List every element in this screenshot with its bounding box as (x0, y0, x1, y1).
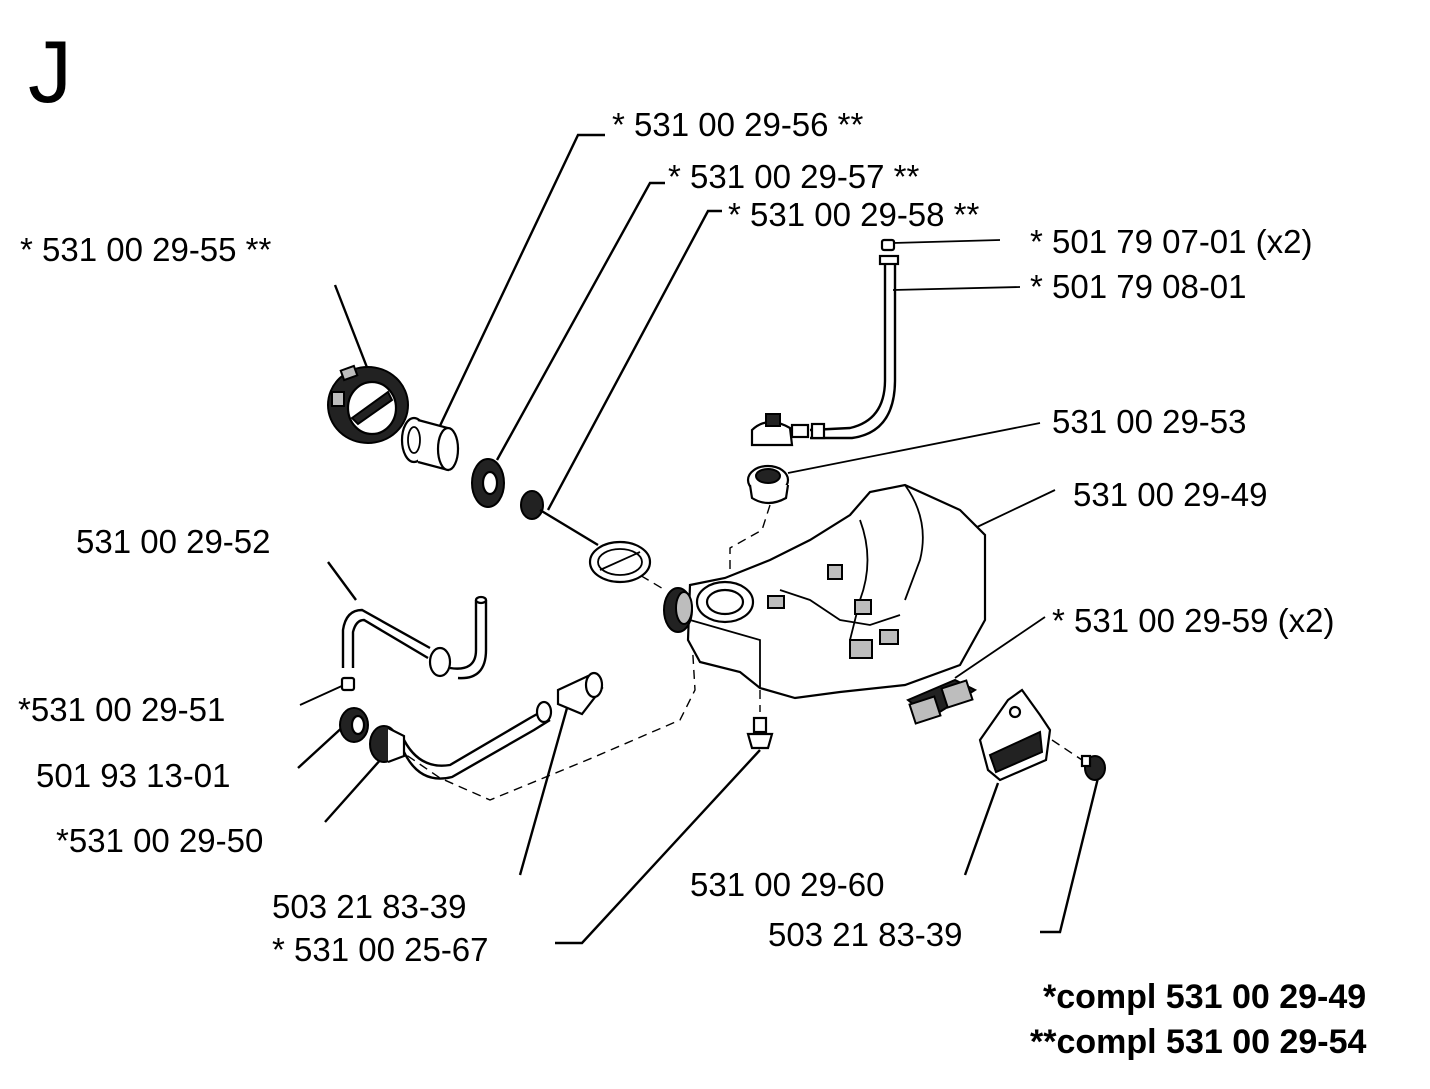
section-letter: J (28, 22, 72, 121)
label-531-00-29-55: * 531 00 29-55 ** (20, 231, 272, 268)
label-501-93-13-01: 501 93 13-01 (36, 757, 231, 794)
drain-plug (746, 716, 774, 750)
leader-531-00-29-59 (954, 616, 1046, 679)
tank-bracket (978, 688, 1106, 782)
leader-531-00-29-49 (974, 489, 1056, 529)
leader-lines (297, 133, 1100, 945)
fuel-tank (663, 483, 987, 700)
vibration-damper (906, 678, 978, 725)
label-531-00-29-57: * 531 00 29-57 ** (668, 158, 920, 195)
label-531-00-29-49: 531 00 29-49 (1073, 476, 1268, 513)
footnote-compl-531-00-29-49: *compl 531 00 29-49 (1043, 978, 1367, 1016)
fuel-fittings (339, 676, 406, 764)
label-531-00-29-53: 531 00 29-53 (1052, 403, 1247, 440)
label-503-21-83-39-left: 503 21 83-39 (272, 888, 467, 925)
label-531-00-29-59: * 531 00 29-59 (x2) (1052, 602, 1335, 639)
label-503-21-83-39-right: 503 21 83-39 (768, 916, 963, 953)
leader-531-00-29-50 (324, 757, 383, 823)
label-531-00-29-52: 531 00 29-52 (76, 523, 271, 560)
fuel-tube (341, 595, 488, 680)
fuel-cap (327, 364, 409, 444)
leader-531-00-29-51 (299, 684, 345, 706)
label-531-00-29-60: 531 00 29-60 (690, 866, 885, 903)
leader-531-00-29-58 (546, 209, 722, 511)
leader-531-00-29-53 (787, 422, 1041, 474)
label-501-79-07-01: * 501 79 07-01 (x2) (1030, 223, 1313, 260)
grommet (746, 464, 790, 505)
label-531-00-29-50: *531 00 29-50 (56, 822, 264, 859)
fuel-hose-filter (402, 671, 604, 780)
cap-sleeve (400, 416, 460, 472)
label-531-00-29-56: * 531 00 29-56 ** (612, 106, 864, 143)
cap-strap (520, 490, 652, 584)
leader-531-00-29-55 (333, 284, 370, 371)
label-531-00-29-58: * 531 00 29-58 ** (728, 196, 980, 233)
label-501-79-08-01: * 501 79 08-01 (1030, 268, 1247, 305)
footnote-compl-531-00-29-54: **compl 531 00 29-54 (1030, 1023, 1367, 1061)
leader-501-93-13-01 (297, 723, 347, 769)
leader-501-79-07-01 (892, 239, 1001, 244)
tank-vent (750, 413, 810, 447)
leader-503-21-83-39-b (963, 782, 1000, 876)
leader-503-21-83-39-c (1040, 777, 1100, 934)
leader-531-00-29-52 (327, 561, 357, 601)
leader-501-79-08-01 (892, 286, 1021, 291)
cap-washer (471, 458, 505, 508)
label-531-00-29-51: *531 00 29-51 (18, 691, 226, 728)
leader-503-21-83-39-a (518, 707, 569, 876)
leader-531-00-29-56 (436, 133, 605, 431)
vent-hose (809, 238, 900, 440)
leader-531-00-29-57 (495, 181, 665, 461)
leader-531-00-25-67 (555, 749, 761, 945)
label-531-00-25-67: * 531 00 25-67 (272, 931, 489, 968)
